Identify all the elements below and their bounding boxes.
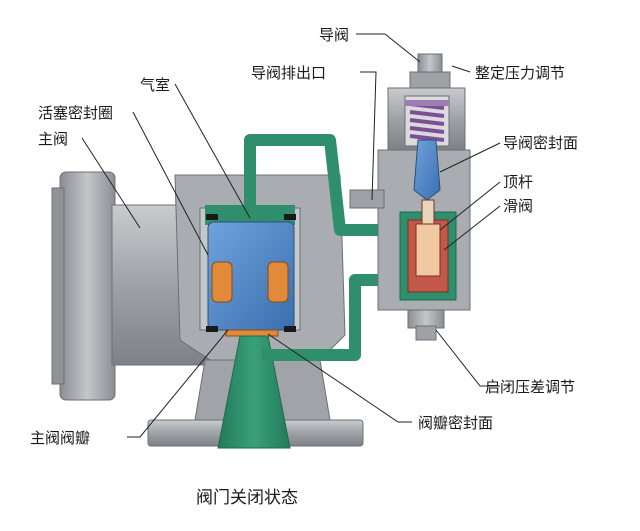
label-main-valve-disc: 主阀阀瓣 [30, 429, 90, 447]
label-pilot-seal-face: 导阀密封面 [503, 134, 578, 152]
label-disc-seal-face: 阀瓣密封面 [418, 414, 493, 432]
label-pilot-valve: 导阀 [319, 26, 349, 44]
pilot-valve [349, 53, 471, 341]
label-slide-valve: 滑阀 [503, 197, 533, 215]
label-piston-seal-ring: 活塞密封圈 [38, 104, 113, 122]
label-pilot-outlet: 导阀排出口 [251, 64, 326, 82]
piston [206, 214, 296, 332]
label-top-rod: 顶杆 [503, 173, 533, 191]
label-main-valve: 主阀 [38, 130, 68, 148]
main-valve-disc [217, 335, 291, 449]
seal-ring-left [211, 261, 233, 303]
seal-ring-right [267, 261, 289, 303]
air-chamber [205, 205, 295, 225]
leader-lines [81, 33, 501, 438]
label-pressure-adjust: 整定压力调节 [475, 64, 565, 82]
label-air-chamber: 气室 [140, 76, 170, 94]
label-diff-pressure-adjust: 启闭压差调节 [485, 378, 575, 396]
caption: 阀门关闭状态 [196, 488, 298, 508]
